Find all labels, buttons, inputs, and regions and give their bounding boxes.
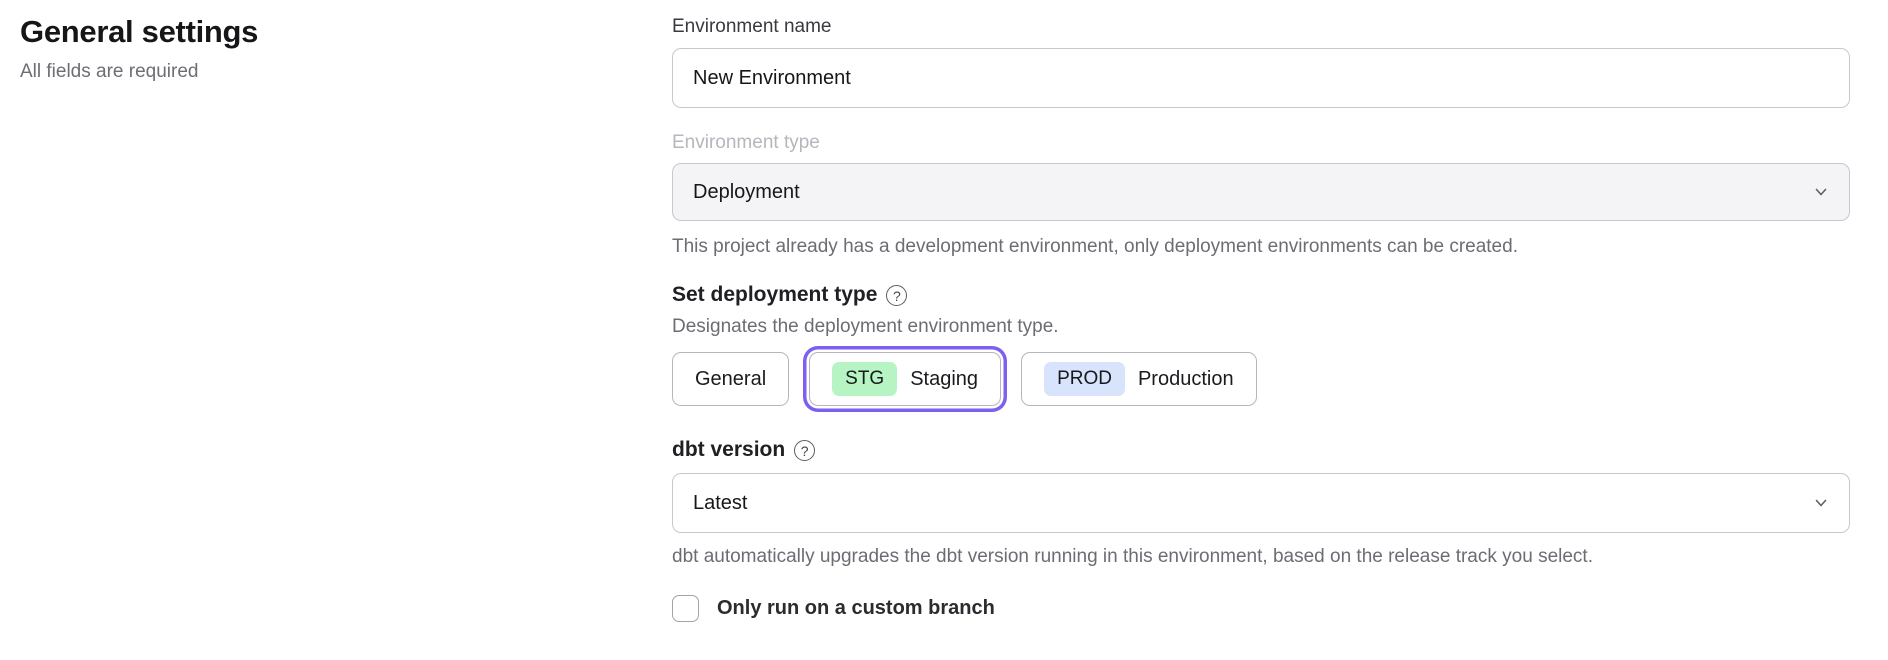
environment-name-input[interactable]: [672, 48, 1850, 108]
settings-header: General settings All fields are required: [20, 14, 620, 83]
production-badge: PROD: [1044, 361, 1125, 397]
custom-branch-label: Only run on a custom branch: [717, 597, 995, 619]
production-button-label: Production: [1137, 367, 1234, 390]
environment-name-field: Environment name: [672, 16, 1850, 108]
chevron-down-icon: [1815, 499, 1827, 507]
dbt-version-field: dbt version ? Latest dbt automatically u…: [672, 438, 1850, 568]
deployment-type-heading: Set deployment type: [672, 283, 878, 306]
deployment-type-field: Set deployment type ? Designates the dep…: [672, 283, 1850, 408]
general-button-label: General: [695, 367, 767, 390]
page-subtitle: All fields are required: [20, 61, 199, 82]
deployment-type-options: General STG Staging PROD Production: [672, 350, 1850, 408]
deployment-type-general-button[interactable]: General: [672, 352, 790, 406]
environment-type-value: Deployment: [693, 180, 800, 203]
help-icon[interactable]: ?: [886, 285, 908, 306]
custom-branch-row: Only run on a custom branch: [672, 595, 1850, 622]
staging-badge: STG: [832, 361, 898, 397]
environment-type-label: Environment type: [672, 132, 820, 153]
dbt-version-value: Latest: [693, 491, 748, 514]
environment-type-helper: This project already has a development e…: [672, 236, 1518, 257]
environment-settings-form: Environment name Environment type Deploy…: [672, 16, 1850, 622]
help-icon[interactable]: ?: [794, 440, 816, 461]
environment-type-select: Deployment: [672, 163, 1850, 221]
dbt-version-select[interactable]: Latest: [672, 473, 1850, 533]
dbt-version-heading: dbt version: [672, 438, 786, 461]
environment-type-field: Environment type Deployment This project…: [672, 132, 1850, 258]
chevron-down-icon: [1815, 188, 1827, 196]
environment-name-label: Environment name: [672, 16, 832, 37]
page-title: General settings: [20, 14, 259, 49]
dbt-version-helper: dbt automatically upgrades the dbt versi…: [672, 546, 1593, 567]
staging-button-label: Staging: [910, 367, 979, 390]
deployment-type-staging-button[interactable]: STG Staging: [809, 352, 1002, 406]
deployment-type-description: Designates the deployment environment ty…: [672, 316, 1059, 337]
custom-branch-checkbox[interactable]: [672, 595, 699, 622]
deployment-type-production-button[interactable]: PROD Production: [1021, 352, 1257, 406]
